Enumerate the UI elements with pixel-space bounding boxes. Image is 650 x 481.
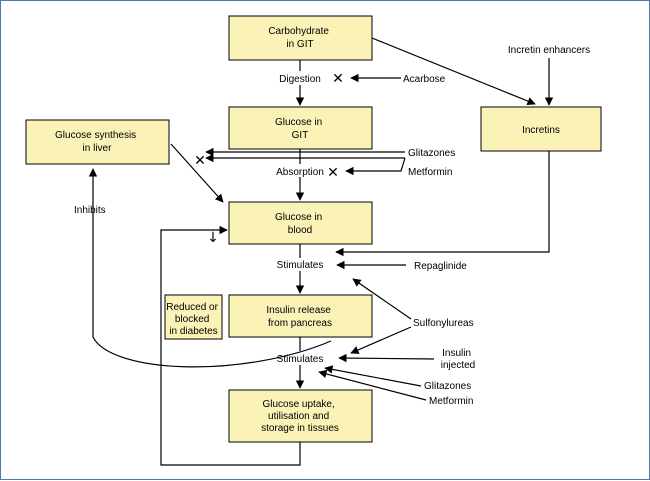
- liver-to-blood-arrow: [170, 143, 224, 203]
- inhibits-label: Inhibits: [74, 205, 106, 216]
- block-icon-acarbose: ✕: [332, 71, 344, 87]
- metformin-label-2: Metformin: [429, 396, 473, 407]
- reduced-box: [164, 294, 223, 340]
- inhibits-arrow: [88, 168, 332, 368]
- insulin-release-box: [228, 294, 373, 338]
- acarbose-label: Acarbose: [403, 74, 446, 85]
- reduced-box-label: Reduced or blocked in diabetes: [166, 302, 220, 337]
- insulin-injected-arrow: [338, 353, 435, 363]
- block-icon-liver: ✕: [194, 153, 206, 169]
- glucose-uptake-box: [228, 389, 373, 443]
- glucose-blood-box-label: Glucose in blood: [275, 212, 325, 236]
- metformin-arrow-2: [318, 369, 427, 401]
- stimulates-label-1: Stimulates: [277, 260, 324, 271]
- carbohydrate-box-label: Carbohydrate in GIT: [268, 26, 331, 50]
- glucose-synthesis-box-label: Glucose synthesis in liver: [55, 130, 139, 154]
- sulfonylureas-arrow-up: [352, 278, 412, 320]
- carb-to-incretins-arrow: [371, 37, 536, 106]
- glitazones-label-2: Glitazones: [424, 381, 471, 392]
- insulin-release-box-label: Insulin release from pancreas: [266, 305, 333, 329]
- glucose-git-box: [228, 106, 373, 150]
- glucose-git-box-label: Glucose in GIT: [275, 117, 325, 141]
- incretins-to-blood-arrow: [335, 151, 550, 257]
- absorption-label: Absorption: [276, 167, 324, 178]
- incretins-box-label: Incretins: [522, 125, 560, 136]
- stimulates-label-2: Stimulates: [277, 354, 324, 365]
- sulfonylureas-arrow-down: [350, 326, 412, 354]
- metformin-arrow-1: [345, 157, 406, 176]
- repaglinide-label: Repaglinide: [414, 261, 467, 272]
- insulin-injected-label: Insulin injected: [441, 348, 475, 371]
- glitazones-arrow-2: [324, 365, 422, 387]
- glucose-synthesis-box: [25, 119, 170, 165]
- incretins-box: [480, 106, 602, 152]
- glucose-blood-box: [228, 201, 373, 245]
- metformin-label-1: Metformin: [408, 167, 452, 178]
- block-icon-absorption: ✕: [327, 165, 339, 181]
- feedback-loop-arrow: [160, 225, 301, 466]
- incretin-enhancers-label: Incretin enhancers: [508, 45, 590, 56]
- down-arrow-icon: ↓: [207, 230, 219, 246]
- glucose-uptake-box-label: Glucose uptake, utilisation and storage …: [261, 399, 339, 434]
- carbohydrate-box: [228, 15, 373, 61]
- digestion-label: Digestion: [279, 74, 321, 85]
- glitazones-label-1: Glitazones: [408, 148, 455, 159]
- sulfonylureas-label: Sulfonylureas: [413, 318, 474, 329]
